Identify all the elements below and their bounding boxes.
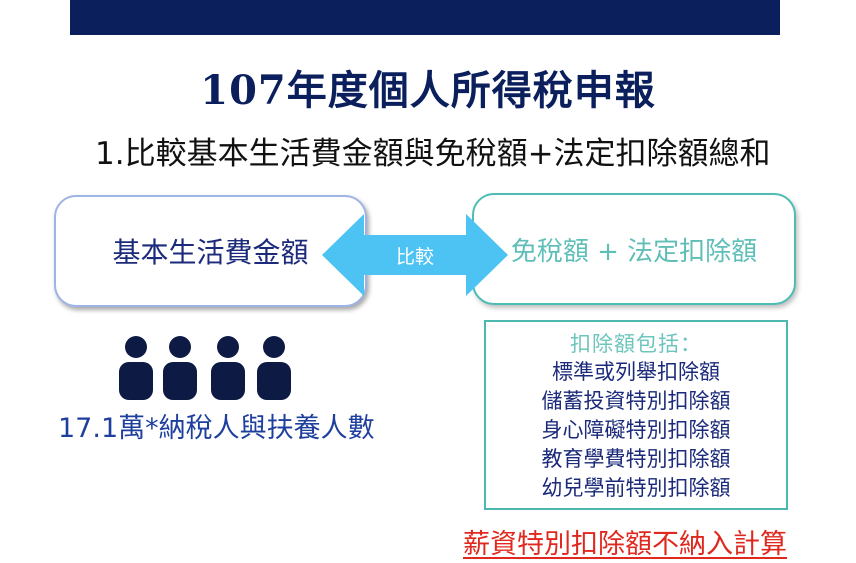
deduction-item: 教育學費特別扣除額: [541, 447, 731, 471]
deduction-item: 儲蓄投資特別扣除額: [541, 389, 731, 413]
double-arrow-shape: [322, 214, 508, 296]
double-arrow-icon: [322, 214, 508, 296]
person-body: [163, 362, 197, 400]
exemption-deduction-box: 免稅額 + 法定扣除額: [472, 193, 796, 305]
person-head: [217, 336, 239, 358]
person-icon: [118, 336, 154, 400]
person-head: [125, 336, 147, 358]
person-body: [211, 362, 245, 400]
deductions-header: 扣除額包括：: [570, 332, 702, 356]
person-icon: [162, 336, 198, 400]
person-head: [263, 336, 285, 358]
basic-living-cost-label: 基本生活費金額: [112, 236, 309, 269]
subtitle: 1.比較基本生活費金額與免稅額+法定扣除額總和: [95, 136, 771, 172]
basic-living-cost-box: 基本生活費金額: [54, 195, 367, 307]
person-body: [119, 362, 153, 400]
compare-label: 比較: [395, 246, 434, 268]
persons-caption: 17.1萬*納稅人與扶養人數: [58, 413, 375, 444]
person-head: [169, 336, 191, 358]
person-icon: [210, 336, 246, 400]
persons-group: [110, 336, 300, 400]
deduction-item: 幼兒學前特別扣除額: [541, 476, 731, 500]
person-body: [257, 362, 291, 400]
deductions-box: 扣除額包括： 標準或列舉扣除額 儲蓄投資特別扣除額 身心障礙特別扣除額 教育學費…: [484, 320, 788, 510]
salary-deduction-note: 薪資特別扣除額不納入計算: [463, 529, 787, 560]
deduction-item: 身心障礙特別扣除額: [541, 418, 731, 442]
page-title: 107年度個人所得稅申報: [200, 67, 656, 114]
deduction-item: 標準或列舉扣除額: [552, 360, 720, 384]
top-bar: [70, 0, 780, 35]
exemption-deduction-label: 免稅額 + 法定扣除額: [510, 236, 758, 267]
person-icon: [256, 336, 292, 400]
